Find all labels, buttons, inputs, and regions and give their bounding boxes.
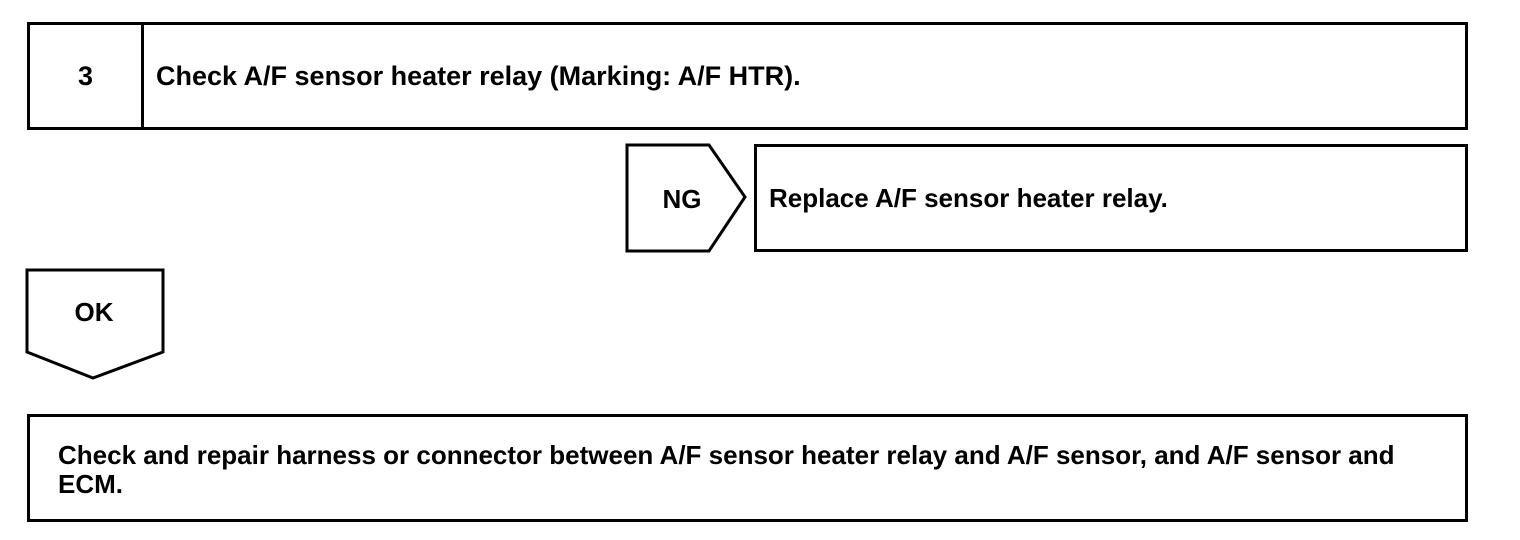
step-title: Check A/F sensor heater relay (Marking: … bbox=[156, 60, 801, 91]
ng-action-text: Replace A/F sensor heater relay. bbox=[769, 182, 1168, 213]
ng-label: NG bbox=[662, 183, 702, 214]
ng-arrow-shape bbox=[625, 143, 747, 253]
ng-action-box: Replace A/F sensor heater relay. bbox=[754, 144, 1468, 252]
ok-label: OK bbox=[74, 296, 114, 327]
final-action-text: Check and repair harness or connector be… bbox=[58, 440, 1395, 499]
step-number: 3 bbox=[30, 25, 144, 127]
final-action-box: Check and repair harness or connector be… bbox=[27, 414, 1468, 522]
step-box: 3 Check A/F sensor heater relay (Marking… bbox=[27, 22, 1468, 130]
ok-arrow-shape bbox=[25, 268, 165, 380]
